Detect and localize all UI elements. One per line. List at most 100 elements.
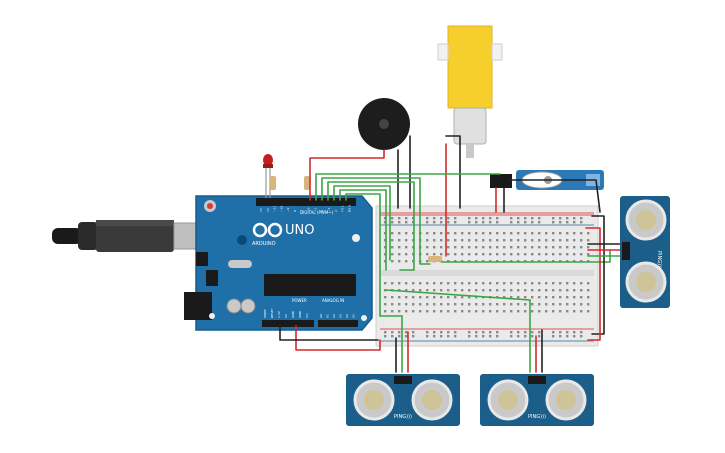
breadboard-hole[interactable]	[475, 310, 478, 313]
breadboard-hole[interactable]	[559, 296, 562, 299]
breadboard-hole[interactable]	[545, 253, 548, 256]
breadboard-hole[interactable]	[391, 296, 394, 299]
breadboard-hole[interactable]	[482, 221, 485, 224]
breadboard-hole[interactable]	[454, 232, 457, 235]
breadboard-hole[interactable]	[538, 310, 541, 313]
breadboard-hole[interactable]	[552, 282, 555, 285]
breadboard-hole[interactable]	[517, 296, 520, 299]
breadboard-hole[interactable]	[566, 310, 569, 313]
breadboard-hole[interactable]	[405, 303, 408, 306]
breadboard-hole[interactable]	[461, 310, 464, 313]
breadboard-hole[interactable]	[384, 331, 387, 334]
breadboard-hole[interactable]	[419, 310, 422, 313]
breadboard-hole[interactable]	[440, 239, 443, 242]
breadboard-hole[interactable]	[468, 331, 471, 334]
breadboard-hole[interactable]	[566, 282, 569, 285]
breadboard-hole[interactable]	[524, 282, 527, 285]
breadboard-hole[interactable]	[482, 246, 485, 249]
breadboard-hole[interactable]	[517, 310, 520, 313]
breadboard-hole[interactable]	[475, 282, 478, 285]
breadboard-hole[interactable]	[566, 221, 569, 224]
breadboard-hole[interactable]	[461, 246, 464, 249]
breadboard-hole[interactable]	[468, 289, 471, 292]
breadboard-hole[interactable]	[559, 239, 562, 242]
breadboard-hole[interactable]	[391, 239, 394, 242]
breadboard-hole[interactable]	[573, 253, 576, 256]
breadboard-hole[interactable]	[538, 221, 541, 224]
breadboard-hole[interactable]	[405, 289, 408, 292]
breadboard-hole[interactable]	[419, 282, 422, 285]
breadboard-hole[interactable]	[552, 289, 555, 292]
breadboard-hole[interactable]	[454, 282, 457, 285]
breadboard-hole[interactable]	[552, 246, 555, 249]
breadboard-hole[interactable]	[447, 246, 450, 249]
breadboard-hole[interactable]	[426, 303, 429, 306]
breadboard-hole[interactable]	[559, 331, 562, 334]
breadboard-hole[interactable]	[573, 246, 576, 249]
breadboard-hole[interactable]	[517, 289, 520, 292]
breadboard-hole[interactable]	[489, 217, 492, 220]
breadboard-hole[interactable]	[391, 221, 394, 224]
breadboard-hole[interactable]	[587, 239, 590, 242]
breadboard-hole[interactable]	[426, 246, 429, 249]
breadboard-hole[interactable]	[559, 253, 562, 256]
breadboard-hole[interactable]	[573, 296, 576, 299]
breadboard-hole[interactable]	[433, 335, 436, 338]
breadboard-hole[interactable]	[503, 239, 506, 242]
breadboard-hole[interactable]	[552, 217, 555, 220]
breadboard-hole[interactable]	[391, 246, 394, 249]
breadboard-hole[interactable]	[468, 310, 471, 313]
breadboard-hole[interactable]	[587, 282, 590, 285]
breadboard-hole[interactable]	[454, 335, 457, 338]
breadboard-hole[interactable]	[447, 221, 450, 224]
breadboard-hole[interactable]	[587, 310, 590, 313]
breadboard-hole[interactable]	[461, 289, 464, 292]
breadboard-hole[interactable]	[398, 303, 401, 306]
breadboard-hole[interactable]	[405, 221, 408, 224]
breadboard-hole[interactable]	[510, 232, 513, 235]
breadboard-hole[interactable]	[573, 289, 576, 292]
breadboard-hole[interactable]	[566, 296, 569, 299]
breadboard-hole[interactable]	[426, 310, 429, 313]
breadboard-hole[interactable]	[496, 239, 499, 242]
breadboard-hole[interactable]	[503, 246, 506, 249]
breadboard-hole[interactable]	[538, 289, 541, 292]
breadboard-hole[interactable]	[552, 253, 555, 256]
breadboard-hole[interactable]	[496, 253, 499, 256]
breadboard-hole[interactable]	[503, 310, 506, 313]
breadboard-hole[interactable]	[405, 217, 408, 220]
breadboard-hole[interactable]	[517, 253, 520, 256]
breadboard-hole[interactable]	[405, 260, 408, 263]
breadboard-hole[interactable]	[573, 282, 576, 285]
breadboard-hole[interactable]	[412, 331, 415, 334]
breadboard-hole[interactable]	[482, 303, 485, 306]
breadboard-hole[interactable]	[573, 331, 576, 334]
breadboard-hole[interactable]	[510, 331, 513, 334]
breadboard-hole[interactable]	[398, 335, 401, 338]
breadboard-hole[interactable]	[496, 289, 499, 292]
breadboard-hole[interactable]	[531, 253, 534, 256]
breadboard-hole[interactable]	[405, 282, 408, 285]
breadboard-hole[interactable]	[517, 335, 520, 338]
breadboard-hole[interactable]	[538, 246, 541, 249]
breadboard-hole[interactable]	[482, 331, 485, 334]
breadboard-hole[interactable]	[433, 232, 436, 235]
breadboard-hole[interactable]	[440, 303, 443, 306]
breadboard-hole[interactable]	[503, 282, 506, 285]
breadboard-hole[interactable]	[531, 310, 534, 313]
breadboard-hole[interactable]	[587, 296, 590, 299]
breadboard-hole[interactable]	[552, 239, 555, 242]
breadboard-hole[interactable]	[440, 289, 443, 292]
breadboard-hole[interactable]	[489, 232, 492, 235]
breadboard-hole[interactable]	[580, 303, 583, 306]
breadboard-hole[interactable]	[510, 246, 513, 249]
breadboard-hole[interactable]	[580, 232, 583, 235]
breadboard-hole[interactable]	[545, 310, 548, 313]
breadboard-hole[interactable]	[482, 217, 485, 220]
breadboard-hole[interactable]	[384, 296, 387, 299]
breadboard-hole[interactable]	[566, 217, 569, 220]
breadboard-hole[interactable]	[454, 246, 457, 249]
breadboard-hole[interactable]	[440, 282, 443, 285]
breadboard-hole[interactable]	[475, 239, 478, 242]
breadboard-hole[interactable]	[447, 310, 450, 313]
